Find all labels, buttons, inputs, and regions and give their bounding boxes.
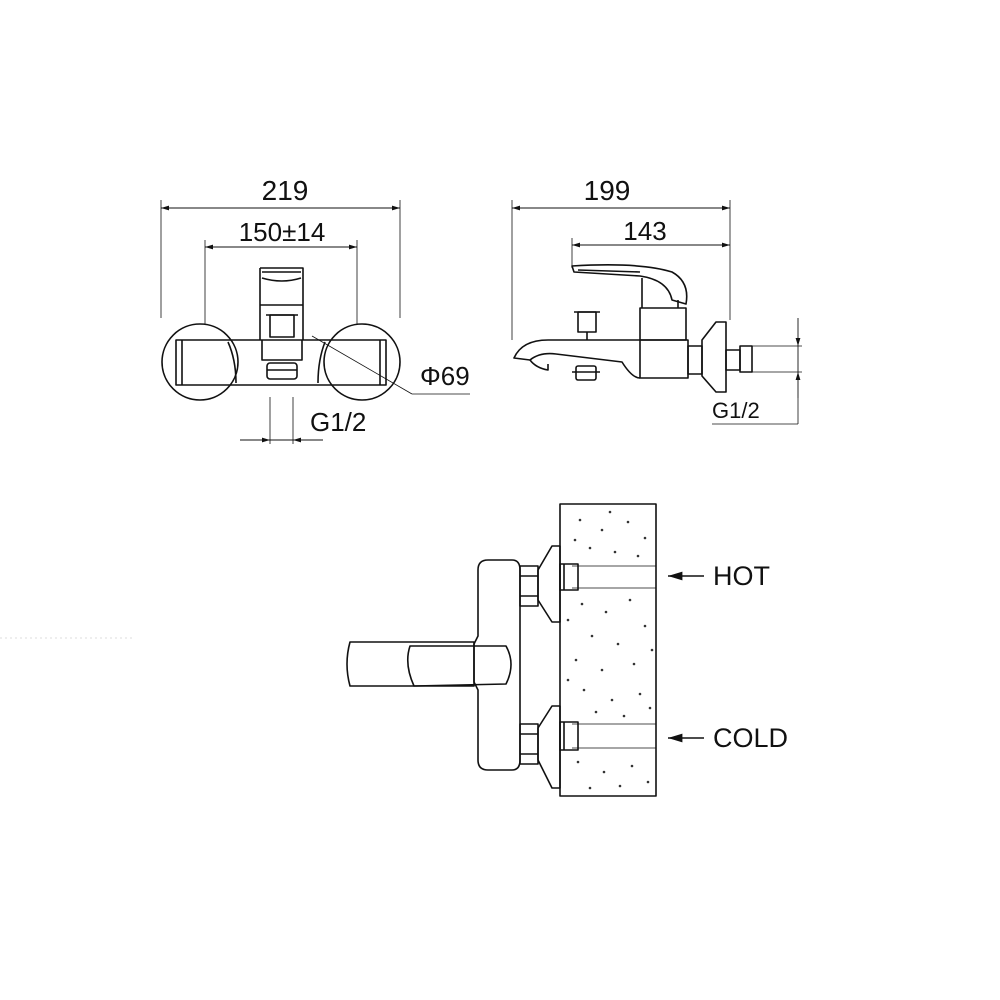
side-wall-flange: [701, 321, 727, 393]
wall-texture: [566, 510, 654, 790]
spout-outlet: [266, 362, 298, 380]
front-view: 219 150±14 Φ69 G1/2: [160, 175, 470, 444]
side-view: 199 143 G1/2: [511, 175, 802, 425]
spout: [513, 339, 641, 379]
hot-flange: [537, 545, 561, 623]
wall-section: [559, 503, 657, 797]
hot-connection-nut: [519, 565, 539, 607]
side-body: [639, 339, 689, 379]
right-wall-flange: [323, 323, 401, 401]
lever-handle: [571, 264, 688, 305]
diverter-knob: [269, 314, 295, 338]
hot-label: HOT: [713, 561, 770, 591]
side-diverter-knob: [577, 311, 597, 333]
cold-connection-nut: [519, 723, 539, 765]
cold-label: COLD: [713, 723, 788, 753]
installed-mixer-body: [473, 559, 521, 771]
installed-spout: [346, 641, 475, 687]
front-thread-label: G1/2: [310, 407, 366, 437]
left-wall-flange: [161, 323, 239, 401]
center-distance-label: 150±14: [239, 217, 326, 247]
side-thread-label: G1/2: [712, 398, 760, 423]
cold-flange: [537, 705, 561, 789]
overall-width-label: 219: [262, 175, 309, 206]
overall-depth-label: 199: [584, 175, 631, 206]
spout-depth-label: 143: [623, 216, 666, 246]
mixer-body: [175, 339, 387, 386]
handle-column: [260, 267, 304, 340]
installation-view: HOT COLD: [346, 503, 788, 797]
flange-diameter-label: Φ69: [420, 361, 470, 391]
flange-diameter-leader: [311, 335, 413, 395]
